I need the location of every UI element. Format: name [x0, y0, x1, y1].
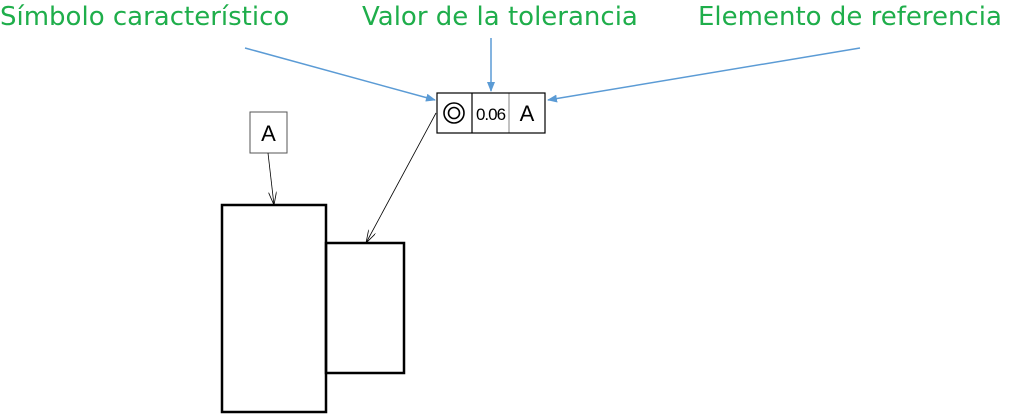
part-large-body — [220, 203, 328, 414]
arrow-symbol — [244, 47, 436, 102]
datum-flag-label: A — [261, 121, 276, 146]
label-tolerance: Valor de la tolerancia — [362, 2, 638, 32]
arrow-datum — [547, 47, 861, 103]
concentricity-icon — [443, 102, 465, 124]
label-datum-reference: Elemento de referencia — [698, 2, 1002, 32]
leader-line — [366, 112, 437, 243]
datum-leader — [267, 152, 274, 205]
tolerance-value: 0.06 — [476, 105, 506, 124]
datum-flag: A — [249, 111, 288, 154]
feature-control-frame: 0.06 A — [436, 92, 546, 134]
part-small-body — [324, 241, 406, 375]
label-symbol: Símbolo característico — [0, 2, 290, 32]
frame-datum: A — [520, 101, 535, 126]
